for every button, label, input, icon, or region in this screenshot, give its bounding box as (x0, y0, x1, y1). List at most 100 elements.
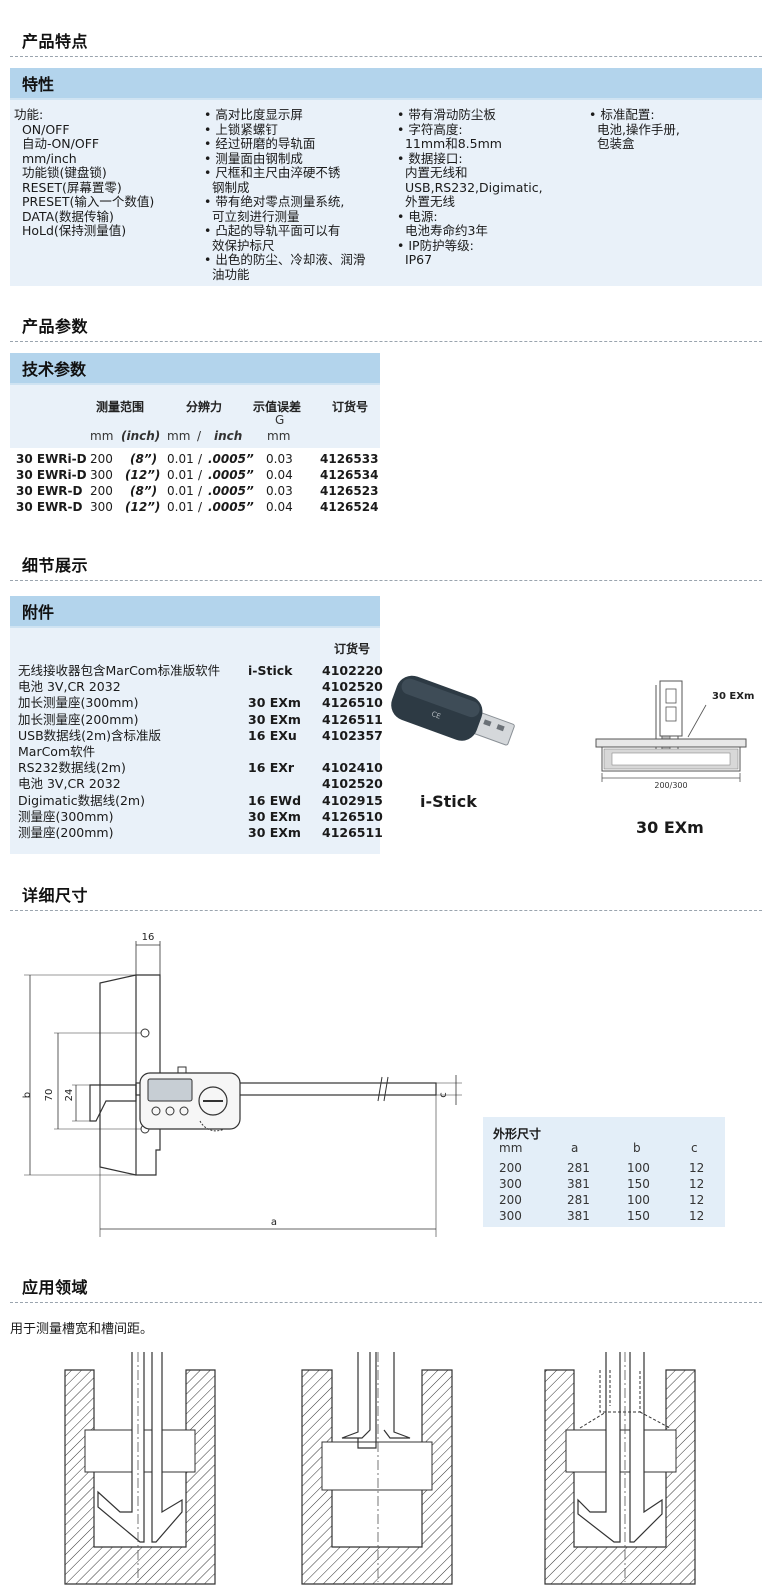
application-diagram-2 (301, 1352, 453, 1585)
accessory-name-cell: 电池 3V,CR 2032 (18, 679, 121, 695)
application-diagram-3 (544, 1352, 696, 1585)
col-header: b (633, 1141, 641, 1155)
table-row: 30 EWR-D 300 (12”) 0.01 / .0005” 0.04 41… (12, 500, 380, 516)
res-slash: / (198, 468, 203, 482)
dimension-table-header: mm a b c (483, 1141, 725, 1157)
tech-header-band (10, 385, 380, 448)
table-row: 30 EWRi-D 200 (8”) 0.01 / .0005” 0.03 41… (12, 452, 380, 468)
section-title-details: 细节展示 (22, 556, 89, 575)
application-diagram-1 (64, 1352, 216, 1585)
res-mm-cell: 0.01 (167, 500, 194, 514)
dim-16-label: 16 (142, 932, 155, 943)
cell: 12 (689, 1209, 705, 1223)
feature-line: USB,RS232,Digimatic, (397, 179, 543, 195)
unit-inch: inch (214, 429, 243, 443)
table-row: 200 281 100 12 (483, 1161, 725, 1177)
cell: 12 (689, 1193, 705, 1207)
cell: 281 (567, 1193, 590, 1207)
error-cell: 0.03 (266, 484, 293, 498)
cell: 150 (627, 1209, 650, 1223)
caliper-dimension-drawing: 16 b 70 24 a c (22, 932, 462, 1237)
cell: 200 (499, 1193, 522, 1207)
range-inch-cell: (12”) (125, 468, 161, 482)
feature-line: • IP防护等级: (397, 237, 474, 253)
feature-line: RESET(屏幕置零) (14, 179, 122, 195)
cell: 150 (627, 1177, 650, 1191)
feature-line: PRESET(输入一个数值) (14, 194, 155, 209)
col-header-error: 示值误差 (253, 400, 302, 414)
cell: 12 (689, 1177, 705, 1191)
table-row: 30 EWRi-D 300 (12”) 0.01 / .0005” 0.04 4… (12, 468, 380, 484)
table-row: MarCom软件 (18, 745, 380, 761)
table-row: 300 381 150 12 (483, 1177, 725, 1193)
feature-line: ON/OFF (14, 121, 70, 137)
section-title-features: 产品特点 (22, 32, 89, 51)
section-title-application: 应用领域 (22, 1278, 89, 1297)
accessory-order-cell: 4102520 (322, 679, 383, 695)
accessory-order-cell: 4126510 (322, 695, 383, 711)
feature-line: • 测量面由钢制成 (204, 150, 303, 166)
accessory-order-cell: 4102915 (322, 792, 383, 808)
order-cell: 4126523 (320, 484, 379, 498)
range-inch-cell: (8”) (130, 452, 158, 466)
unit-inch: (inch) (121, 429, 161, 443)
feature-line: • 凸起的导轨平面可以有 (204, 223, 341, 238)
feature-line: • 数据接口: (397, 150, 463, 166)
i-stick-image: CE (391, 675, 515, 746)
model-cell: 30 EWRi-D (16, 452, 87, 466)
feature-line: • 字符高度: (397, 121, 463, 137)
accessory-model-cell: 30 EXm (248, 695, 301, 711)
res-inch-cell: .0005” (208, 484, 254, 498)
accessory-name-cell: 电池 3V,CR 2032 (18, 776, 121, 792)
unit-mm: mm (267, 429, 291, 443)
col-header-range: 测量范围 (96, 400, 145, 414)
feature-line: 自动-ON/OFF (14, 136, 100, 151)
features-panel-header: 特性 (10, 68, 762, 100)
section-divider (10, 341, 762, 342)
section-divider (10, 910, 762, 911)
col-header-error-sub: G (275, 413, 285, 427)
svg-text:CE: CE (430, 710, 441, 721)
exm-drawing: 200/300 30 EXm (595, 680, 754, 790)
accessories-order-header: 订货号 (334, 642, 371, 656)
unit-mm: mm (167, 429, 191, 443)
res-inch-cell: .0005” (208, 500, 254, 514)
section-divider (10, 1302, 762, 1303)
exm-dim-text: 200/300 (654, 781, 687, 790)
cell: 100 (627, 1193, 650, 1207)
res-mm-cell: 0.01 (167, 484, 194, 498)
table-row: 30 EWR-D 200 (8”) 0.01 / .0005” 0.03 412… (12, 484, 380, 500)
range-inch-cell: (8”) (130, 484, 158, 498)
accessories-panel-header: 附件 (10, 596, 380, 628)
feature-line: 包装盒 (589, 136, 635, 151)
unit-mm: mm (90, 429, 114, 443)
cell: 381 (567, 1177, 590, 1191)
range-mm-cell: 300 (90, 468, 113, 482)
section-title-params: 产品参数 (22, 317, 89, 336)
feature-line: 钢制成 (204, 179, 250, 195)
error-cell: 0.04 (266, 468, 293, 482)
table-row: 电池 3V,CR 2032 4102520 (18, 776, 383, 793)
tech-rows (10, 448, 380, 520)
accessory-order-cell: 4102220 (322, 663, 383, 678)
section-divider (10, 580, 762, 581)
accessory-name-cell: 测量座(200mm) (18, 825, 114, 840)
dimension-table: 外形尺寸 mm a b c 200 281 100 12 300 381 150… (483, 1117, 725, 1227)
accessory-name-cell: RS232数据线(2m) (18, 760, 126, 776)
exm-label: 30 EXm (712, 691, 754, 702)
accessory-order-cell: 4102520 (322, 776, 383, 792)
application-text: 用于测量槽宽和槽间距。 (10, 1322, 154, 1337)
range-mm-cell: 200 (90, 484, 113, 498)
accessory-order-cell: 4126511 (322, 711, 383, 727)
feature-line: 效保护标尺 (204, 237, 275, 253)
range-mm-cell: 200 (90, 452, 113, 466)
accessory-order-cell: 4126510 (322, 808, 383, 824)
table-row: 300 381 150 12 (483, 1209, 725, 1225)
accessory-model-cell: 30 EXm (248, 825, 301, 840)
accessory-model-cell: 30 EXm (248, 808, 301, 824)
accessory-name-cell: 加长测量座(200mm) (18, 711, 139, 727)
